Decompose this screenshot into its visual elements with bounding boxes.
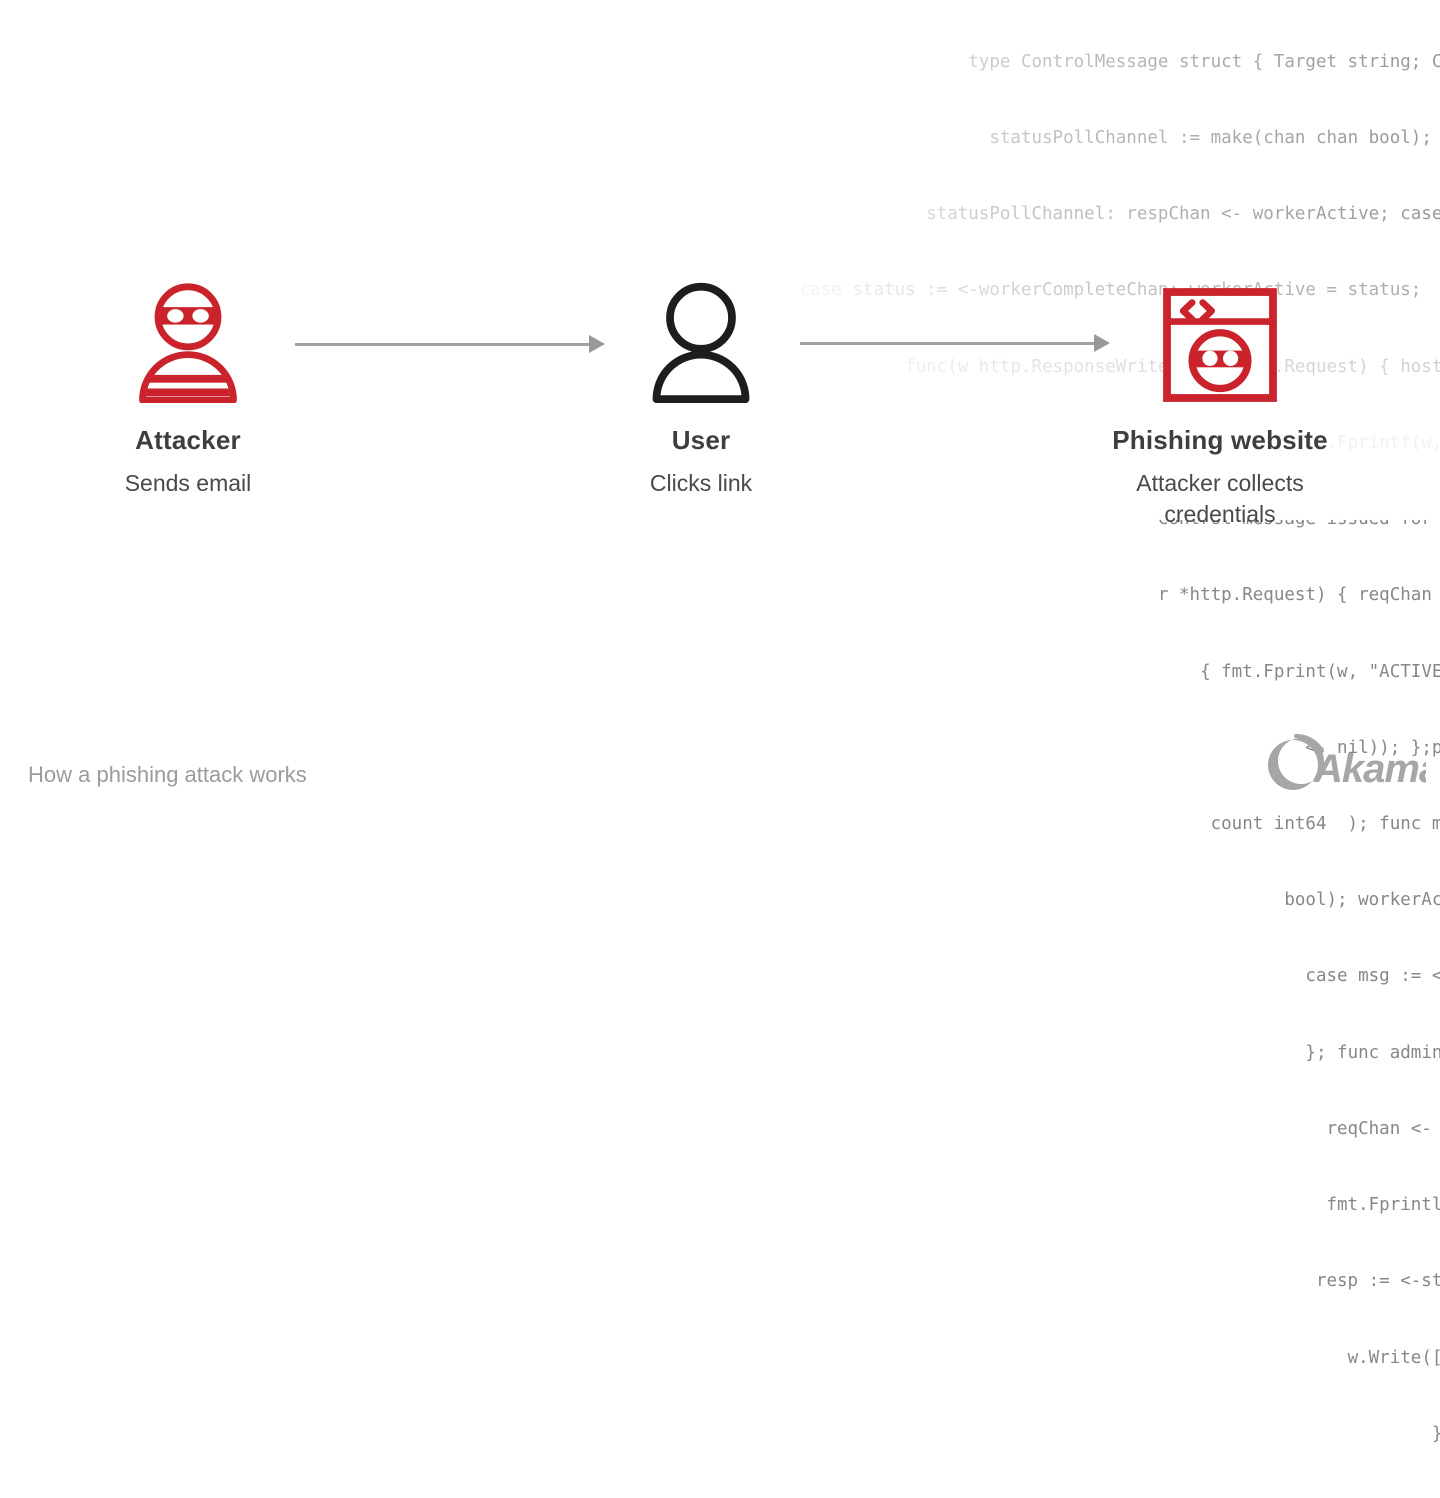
code-line: }	[654, 1422, 1440, 1447]
akamai-logo: Akamai	[1266, 730, 1440, 797]
akamai-crescent-icon: Akamai	[1268, 733, 1440, 791]
code-line: statusPollChannel := make(chan chan bool…	[989, 128, 1440, 149]
node-subtitle: Attacker collects credentials	[1136, 470, 1304, 527]
node-subtitle: Clicks link	[649, 470, 753, 496]
code-line: bool); workerActiv	[1284, 890, 1440, 911]
flow-arrow-user-to-phishing-website	[800, 334, 1110, 352]
code-line: r *http.Request) { reqChan	[1157, 585, 1432, 606]
node-title: Phishing website	[1112, 425, 1328, 455]
code-line: w.Write([]by	[1347, 1347, 1440, 1368]
code-line: count int64 ); func main	[1210, 814, 1440, 834]
arrow-line	[800, 341, 1094, 345]
node-title: User	[671, 425, 731, 455]
code-line: { fmt.Fprint(w, "ACTIVE");	[1200, 661, 1440, 682]
code-line: case msg := <-co	[1305, 966, 1440, 987]
code-line: reqChan <- r	[1326, 1118, 1432, 1139]
diagram-node-phishing-website: Phishing website Attacker collects crede…	[1070, 281, 1370, 530]
arrow-head-icon	[589, 335, 605, 353]
code-line: statusPollChannel: respChan <- workerAct…	[926, 204, 1440, 225]
code-line: resp := <-statu	[1315, 1271, 1440, 1292]
node-title: Attacker	[135, 425, 241, 455]
arrow-line	[295, 342, 589, 346]
diagram-node-user: User Clicks link	[551, 281, 851, 499]
akamai-wordmark: Akamai	[1313, 747, 1426, 791]
diagram-node-attacker: Attacker Sends email	[38, 281, 338, 499]
attacker-masked-person-icon	[139, 283, 237, 403]
user-person-icon	[652, 282, 750, 403]
diagram-caption: How a phishing attack works	[28, 762, 307, 787]
arrow-head-icon	[1094, 334, 1110, 352]
code-line: }; func admin(ch	[1305, 1042, 1440, 1063]
phishing-browser-window-icon	[1163, 288, 1277, 402]
node-subtitle: Sends email	[124, 470, 252, 496]
code-line: fmt.Fprintln(w	[1326, 1195, 1440, 1216]
code-line: type ControlMessage struct { Target stri…	[968, 51, 1440, 72]
flow-arrow-attacker-to-user	[295, 335, 605, 353]
